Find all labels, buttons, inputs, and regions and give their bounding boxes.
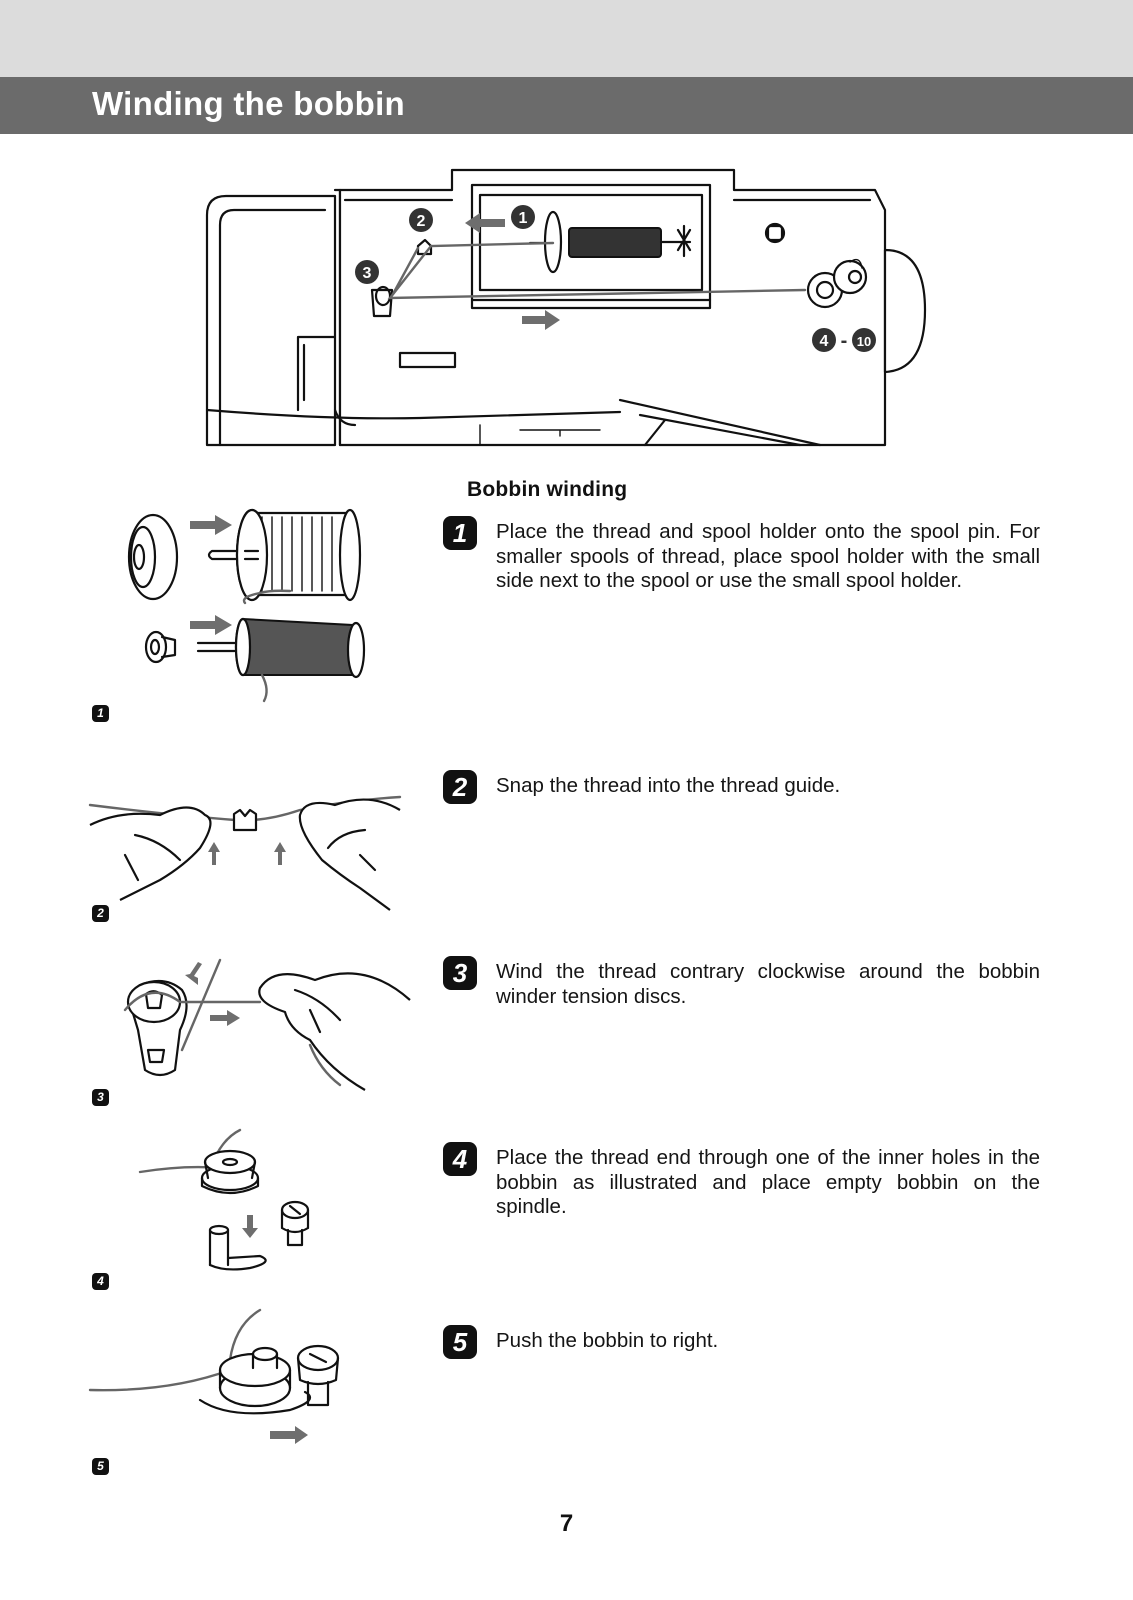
- step-2-badge: 2: [443, 770, 477, 804]
- step-4-text: Place the thread end through one of the …: [496, 1146, 1040, 1220]
- callout-3: 3: [363, 265, 372, 282]
- figure-4-bobbin-spindle-illustration: [140, 1130, 340, 1280]
- figure-5-push-bobbin-illustration: [90, 1310, 350, 1460]
- step-3-text: Wind the thread contrary clockwise aroun…: [496, 960, 1040, 1009]
- figure-4-label: 4: [92, 1273, 109, 1290]
- callout-10: 10: [857, 334, 871, 349]
- callout-range-dash: -: [841, 330, 848, 352]
- callout-1: 1: [519, 210, 528, 227]
- figure-5-label: 5: [92, 1458, 109, 1475]
- figure-3-tension-disc-illustration: [110, 950, 410, 1100]
- callout-4: 4: [820, 333, 829, 350]
- callout-2: 2: [417, 213, 426, 230]
- figure-2-thread-guide-illustration: [90, 770, 410, 915]
- step-4-badge: 4: [443, 1142, 477, 1176]
- step-1-badge: 1: [443, 516, 477, 550]
- figure-1-label: 1: [92, 705, 109, 722]
- machine-overview-illustration: 2 1 3 4 - 10: [0, 0, 1133, 460]
- step-5-text: Push the bobbin to right.: [496, 1329, 1040, 1354]
- step-2-text: Snap the thread into the thread guide.: [496, 774, 1040, 799]
- figure-2-label: 2: [92, 905, 109, 922]
- section-heading: Bobbin winding: [467, 478, 627, 502]
- figure-3-label: 3: [92, 1089, 109, 1106]
- step-1-text: Place the thread and spool holder onto t…: [496, 520, 1040, 594]
- page-number: 7: [0, 1510, 1133, 1538]
- step-5-badge: 5: [443, 1325, 477, 1359]
- step-3-badge: 3: [443, 956, 477, 990]
- figure-1-spool-illustration: [0, 495, 420, 725]
